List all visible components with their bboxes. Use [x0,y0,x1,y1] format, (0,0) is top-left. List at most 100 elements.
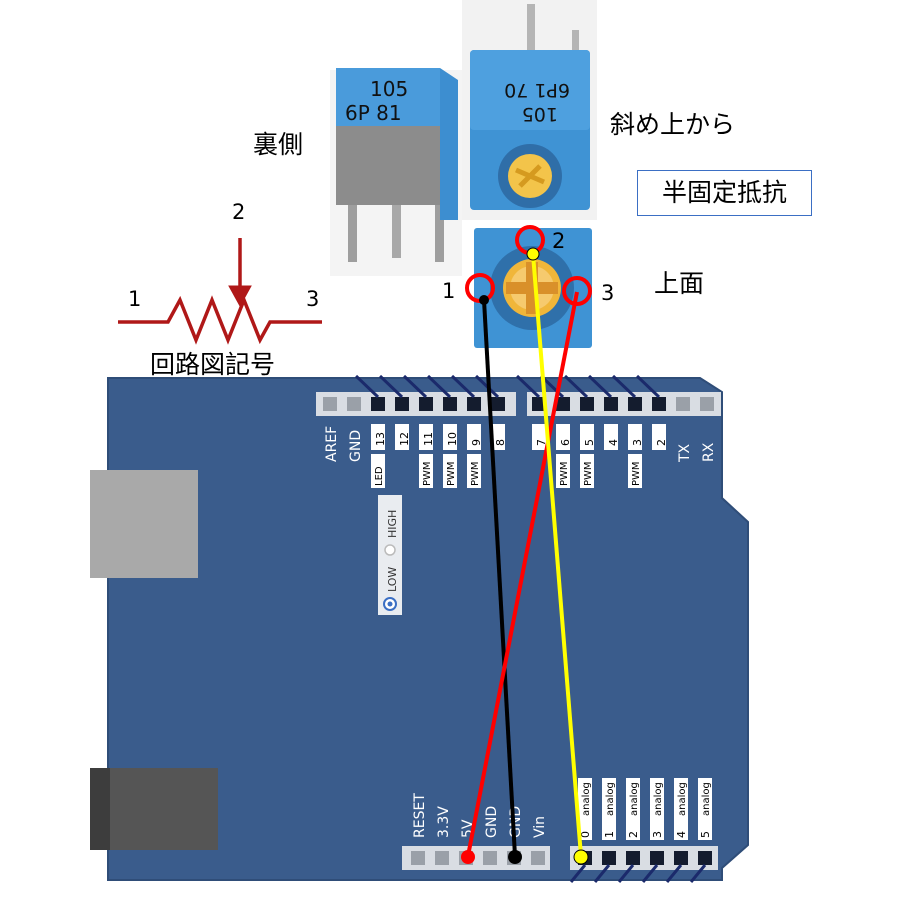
header-pin-tx [676,397,690,411]
back-marking-2: 6P 81 [345,101,402,125]
header-pin-9 [467,397,481,411]
pin-label-11: 11 [422,432,435,446]
pin-tag-6 [556,424,570,450]
header-lead-11 [402,374,428,399]
pin-sub-label-5: PWM [583,461,594,486]
header-pin-11 [419,397,433,411]
pin-label-13: 13 [374,432,387,446]
header-lead-3 [611,374,637,399]
pin-sub-label-9: PWM [470,461,481,486]
pin-label-6: 6 [559,439,572,446]
pin-sub-label-6: PWM [559,461,570,486]
trimmer-diagonal-photo: 6P1 70 105 [462,0,597,220]
pin-label-7: 7 [535,439,548,446]
analog-tag-1 [602,778,616,840]
analog-pin-5 [698,851,712,865]
title-box: 半固定抵抗 [637,170,812,216]
pin-label-gnd: GND [348,430,364,462]
header-pin-7 [532,397,546,411]
pin-label-tx: TX [677,443,693,463]
symbol-pin-2: 2 [232,200,245,224]
power-header [402,846,550,870]
pin-label-8: 8 [494,439,507,446]
pin-tag-8 [491,424,505,450]
potentiometer-symbol [118,238,322,345]
pin-ring-3 [562,276,592,306]
pin-tag-11 [419,424,433,450]
back-marking-1: 105 [370,77,408,101]
power-pin-1 [435,851,449,865]
black-wire-end [508,850,522,864]
analog-number-4: 4 [675,831,688,838]
diagonal-marking-1: 6P1 70 [504,79,570,101]
header-pin-rx [700,397,714,411]
analog-lead-1 [593,864,611,883]
header-lead-7 [515,374,541,399]
analog-pin-2 [626,851,640,865]
switch-high-label: HIGH [386,510,399,538]
pin-sub-tag-6 [556,454,570,488]
diagonal-marking-2: 105 [522,103,558,125]
header-lead-5 [563,374,589,399]
pin-tag-9 [467,424,481,450]
power-pin-0 [411,851,425,865]
pin-label-5: 5 [583,439,596,446]
analog-lead-2 [617,864,635,883]
analog-lead-3 [641,864,659,883]
pin-sub-label-10: PWM [446,461,457,486]
header-pin-10 [443,397,457,411]
header-pin-8 [491,397,505,411]
top-view-label: 上面 [654,269,704,298]
pin-tag-12 [395,424,409,450]
symbol-caption: 回路図記号 [150,350,275,379]
pin-sub-label-11: PWM [422,461,433,486]
analog-header [570,846,718,870]
yellow-wire-start [526,247,540,261]
header-pin-5 [580,397,594,411]
low-high-switch: LOW HIGH [378,495,402,615]
trimmer-back-photo: 105 6P 81 [330,68,462,276]
analog-label-2: analog [629,782,640,816]
pin-label-12: 12 [398,432,411,446]
header-pin-2 [652,397,666,411]
pin-sub-tag-3 [628,454,642,488]
analog-number-3: 3 [651,831,664,838]
pin-sub-tag-10 [443,454,457,488]
analog-number-1: 1 [603,831,616,838]
analog-tag-4 [674,778,688,840]
black-wire [482,299,517,857]
symbol-pin-1: 1 [128,287,141,311]
header-pin-3 [628,397,642,411]
top-pin-label-2: 2 [552,229,565,253]
analog-label-3: analog [653,782,664,816]
analog-label-4: analog [677,782,688,816]
black-wire-start [479,295,489,305]
header-lead-10 [426,374,452,399]
power-pin-3 [483,851,497,865]
analog-label-5: analog [701,782,712,816]
pin-tag-4 [604,424,618,450]
header-pin-12 [395,397,409,411]
pin-tag-5 [580,424,594,450]
dc-jack [90,768,218,850]
diagonal-view-label: 斜め上から [610,110,735,139]
pin-sub-tag-13 [371,454,385,488]
top-pin-label-1: 1 [442,279,455,303]
pin-tag-2 [652,424,666,450]
usb-connector [90,470,198,578]
pin-sub-tag-5 [580,454,594,488]
header-pin-13 [371,397,385,411]
header-lead-4 [587,374,613,399]
header-pin-aref [323,397,337,411]
analog-label-1: analog [605,782,616,816]
analog-lead-5 [689,864,707,883]
pin-label-4: 4 [607,439,620,446]
analog-number-5: 5 [699,831,712,838]
analog-pin-4 [674,851,688,865]
header-lead-9 [450,374,476,399]
power-pin-label-3: GND [484,806,500,838]
power-pin-label-4: GND [508,806,524,838]
pin-label-rx: RX [701,442,717,462]
